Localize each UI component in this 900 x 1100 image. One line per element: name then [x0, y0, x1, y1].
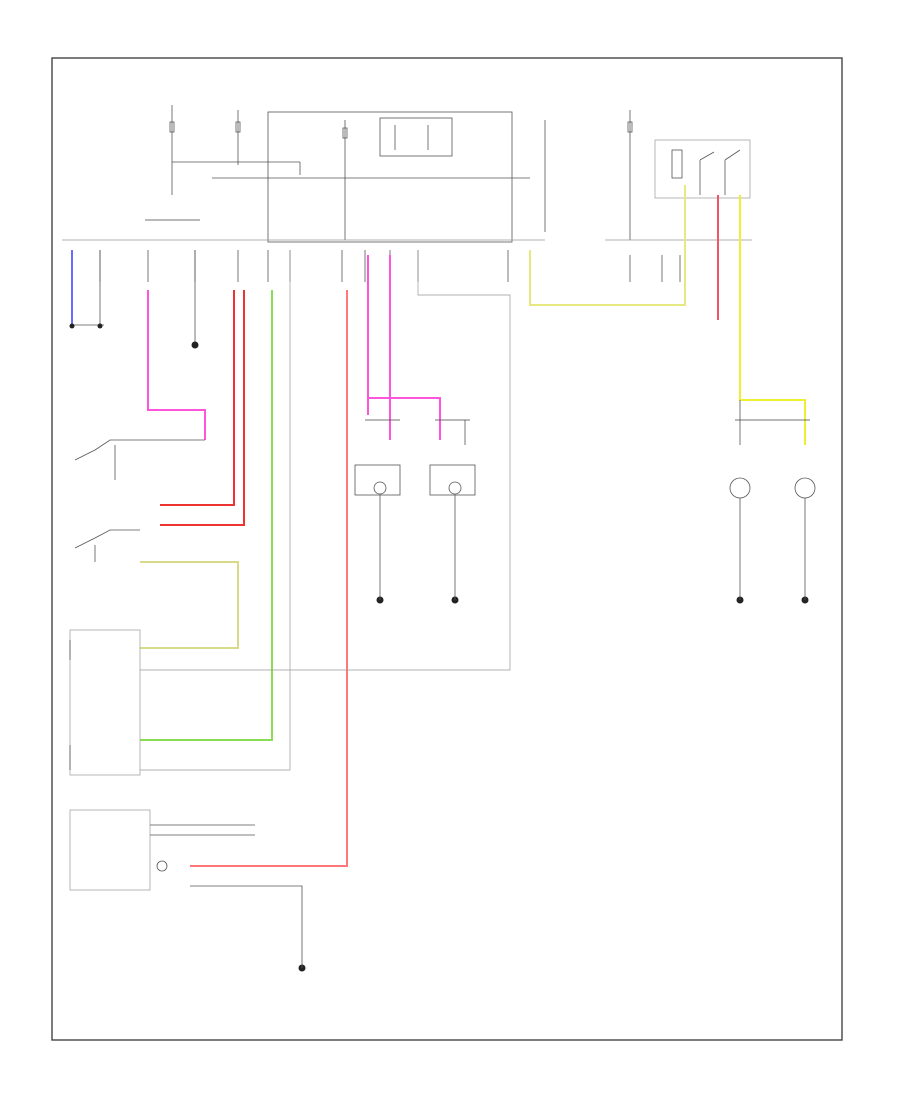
diagram-border	[51, 57, 843, 1041]
wire-red	[160, 290, 235, 506]
wire-pink	[368, 397, 441, 440]
wire-red	[160, 290, 245, 526]
lamp-symbol	[429, 464, 476, 496]
power-feed-section	[169, 105, 752, 243]
lamp-symbol	[354, 464, 401, 496]
fuse-symbol	[627, 121, 633, 133]
ground-symbol	[191, 341, 199, 349]
grey-wires	[99, 250, 741, 771]
wire-light-red	[190, 290, 348, 867]
relay-box	[654, 139, 751, 199]
fuse-symbol	[342, 127, 348, 139]
lamp-symbol	[794, 477, 816, 499]
connector-symbol	[145, 219, 810, 421]
switches	[74, 439, 205, 562]
ground-symbol	[69, 323, 104, 329]
fuse-symbol	[169, 121, 175, 133]
wire-pink	[147, 290, 206, 440]
wire-yellow	[529, 185, 686, 306]
wire-green	[140, 290, 273, 741]
wire-yellow	[739, 195, 806, 445]
fuse-symbol	[235, 121, 241, 133]
lamp-symbol	[729, 477, 751, 499]
main-connector-bus	[62, 239, 741, 282]
control-module	[69, 629, 303, 968]
wire-tan	[140, 561, 239, 649]
lamp-assemblies	[354, 464, 816, 600]
switch-symbol	[74, 439, 205, 461]
colored-wires	[71, 185, 806, 867]
switch-symbol	[74, 529, 140, 549]
